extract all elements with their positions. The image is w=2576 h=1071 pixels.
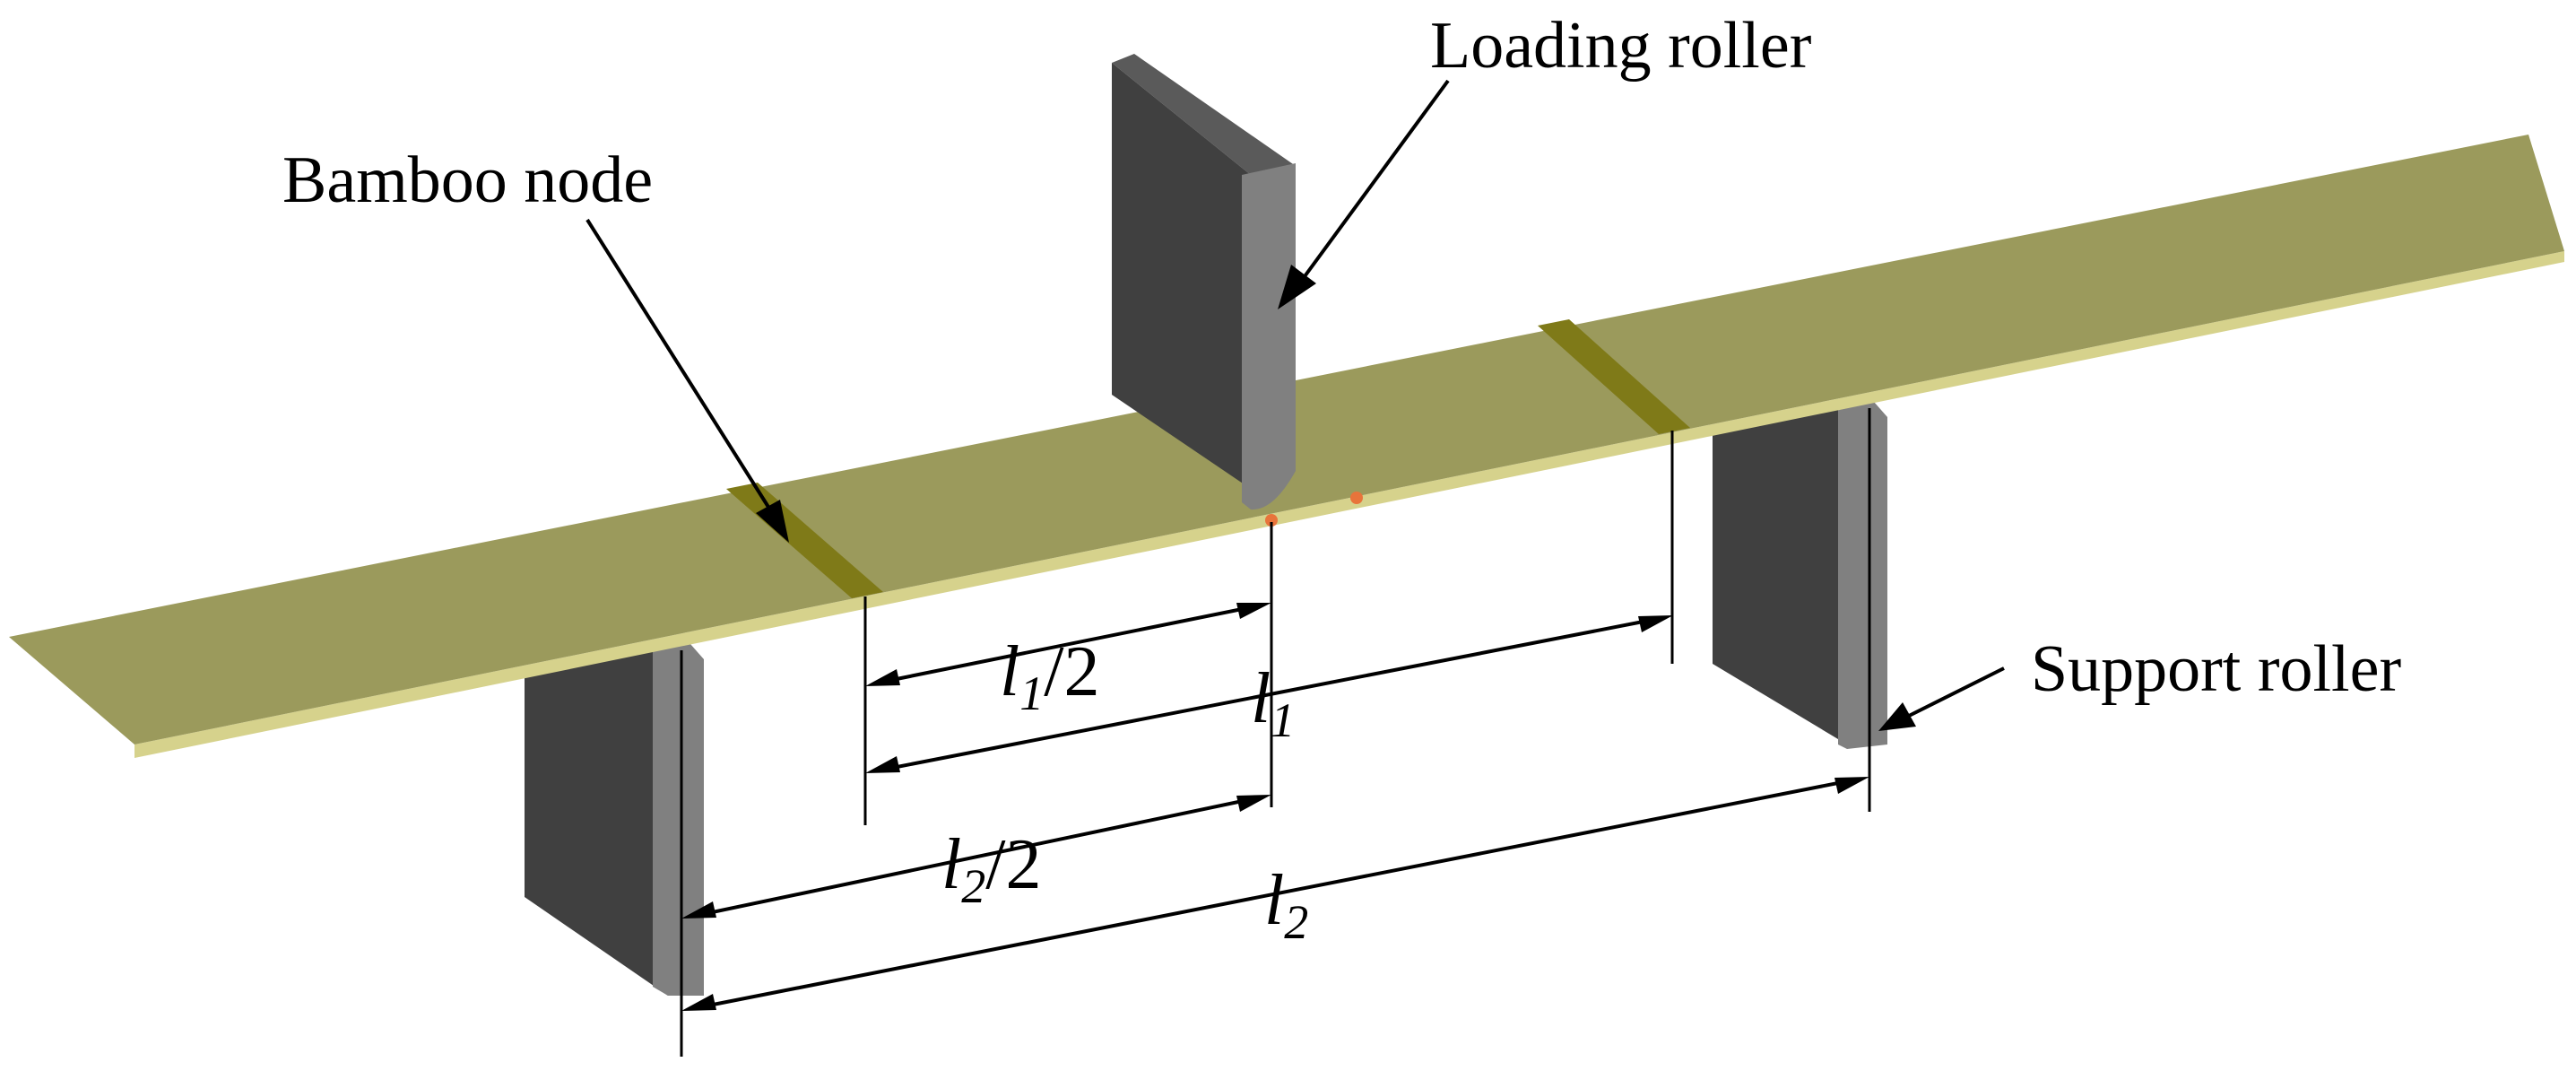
dim-label-l2: l2	[1264, 861, 1308, 949]
loading-roller	[1112, 54, 1296, 510]
contact-point-center	[1265, 514, 1278, 527]
dim-label-l2-half: l2/2	[941, 825, 1041, 913]
bamboo-node-band-right	[1538, 319, 1690, 434]
strip-front-edge	[134, 251, 2564, 758]
dim-arrowhead	[865, 669, 900, 686]
callout-arrows	[585, 79, 2005, 731]
right-support-roller	[1713, 402, 1887, 749]
dim-arrowhead	[1236, 603, 1271, 619]
support-roller-label: Support roller	[2031, 632, 2401, 706]
bamboo-node-arrow	[585, 218, 773, 513]
dim-arrowhead	[865, 756, 900, 773]
loading-roller-front	[1112, 63, 1251, 489]
left-support-roller	[525, 641, 704, 996]
dim-arrowhead	[681, 994, 716, 1011]
dim-arrowhead	[1834, 777, 1869, 794]
dimension-arrows	[681, 603, 1869, 1011]
support-roller-arrowhead	[1878, 702, 1916, 731]
dim-arrowhead	[681, 901, 716, 919]
loading-roller-arrowhead	[1278, 265, 1316, 309]
dim-arrowhead	[1236, 795, 1271, 812]
extension-lines	[680, 408, 1871, 1057]
contact-point-offset	[1350, 492, 1363, 504]
loading-roller-label: Loading roller	[1430, 9, 1811, 83]
left-support-roller-face	[653, 644, 704, 996]
loading-roller-face	[1242, 163, 1296, 510]
right-support-roller-front	[1713, 408, 1847, 744]
dim-arrow-l1	[882, 617, 1658, 771]
left-support-roller-front	[525, 641, 668, 996]
dim-arrow-l2-half	[698, 797, 1256, 917]
dim-arrow-l1-half	[882, 605, 1256, 684]
right-support-roller-face	[1838, 402, 1887, 749]
dim-label-l1-half: l1/2	[1000, 632, 1099, 720]
loading-roller-arrow	[1298, 79, 1450, 284]
bamboo-node-arrowhead	[756, 500, 789, 543]
support-roller-arrow	[1904, 666, 2005, 719]
dim-arrowhead	[1638, 615, 1673, 632]
bamboo-node-label: Bamboo node	[282, 144, 653, 217]
loading-roller-side	[1112, 54, 1296, 175]
dim-arrow-l2	[698, 779, 1852, 1009]
dim-label-l1: l1	[1251, 659, 1295, 747]
